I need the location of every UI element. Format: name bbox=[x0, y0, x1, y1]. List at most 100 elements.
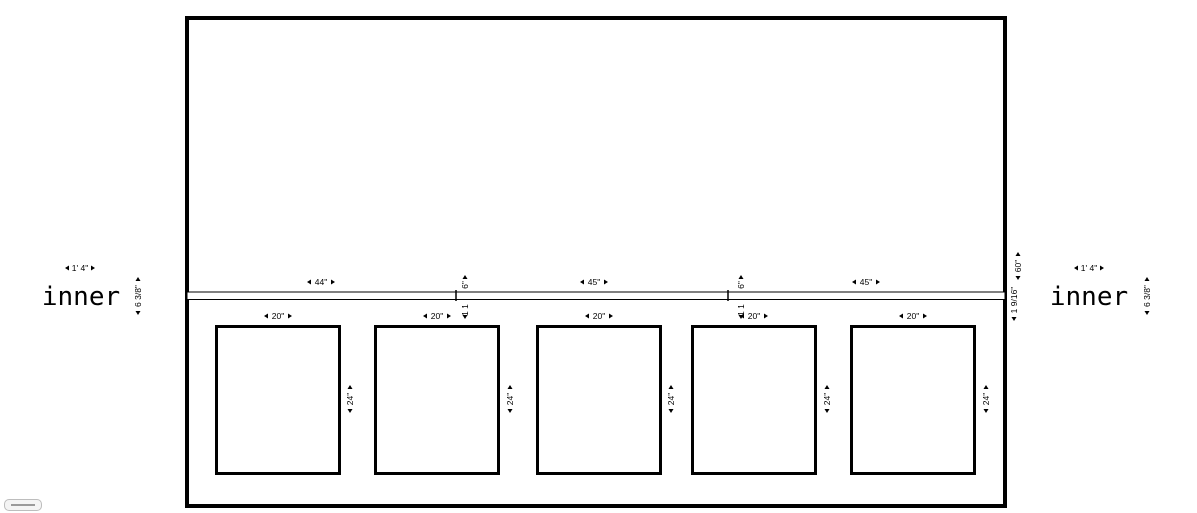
svg-text:60": 60" bbox=[1013, 260, 1023, 272]
svg-text:6": 6" bbox=[736, 281, 746, 289]
right-width-dimension: 1' 4" bbox=[1074, 263, 1104, 273]
panel-1-height: 24" bbox=[345, 385, 355, 413]
arrow-down-icon bbox=[1144, 311, 1150, 315]
drag-handle-icon[interactable] bbox=[4, 499, 42, 511]
outer-frame bbox=[185, 16, 1007, 508]
arrow-left-icon bbox=[580, 279, 584, 285]
divider-2-height: 6" bbox=[736, 275, 746, 289]
panel-3 bbox=[536, 325, 662, 475]
svg-text:44": 44" bbox=[315, 277, 327, 287]
arrow-down-icon bbox=[347, 409, 353, 413]
svg-text:45": 45" bbox=[588, 277, 600, 287]
arrow-down-icon bbox=[462, 315, 468, 319]
arrow-left-icon bbox=[852, 279, 856, 285]
arrow-up-icon bbox=[983, 385, 989, 389]
panels bbox=[215, 325, 976, 475]
arrow-right-icon bbox=[447, 313, 451, 319]
svg-text:6": 6" bbox=[460, 281, 470, 289]
svg-text:1 1: 1 1 bbox=[460, 304, 470, 316]
svg-text:6 3/8": 6 3/8" bbox=[1142, 285, 1152, 307]
panel-2-height: 24" bbox=[505, 385, 515, 413]
svg-text:20": 20" bbox=[593, 311, 605, 321]
rail-segment-2-width: 45" bbox=[580, 277, 608, 287]
panel-5-height: 24" bbox=[981, 385, 991, 413]
arrow-right-icon bbox=[923, 313, 927, 319]
arrow-right-icon bbox=[604, 279, 608, 285]
left-width-dimension: 1' 4" bbox=[65, 263, 95, 273]
arrow-up-icon bbox=[135, 277, 141, 281]
arrow-down-icon bbox=[135, 311, 141, 315]
panel-1-width: 20" bbox=[264, 311, 292, 321]
arrow-right-icon bbox=[331, 279, 335, 285]
arrow-right-icon bbox=[876, 279, 880, 285]
svg-text:20": 20" bbox=[272, 311, 284, 321]
rail bbox=[186, 290, 1006, 301]
right-inner-label: inner bbox=[1050, 282, 1128, 312]
arrow-down-icon bbox=[1011, 317, 1017, 321]
arrow-up-icon bbox=[824, 385, 830, 389]
arrow-down-icon bbox=[738, 315, 744, 319]
rail-segment bbox=[727, 291, 1006, 300]
svg-text:45": 45" bbox=[860, 277, 872, 287]
horizontal-dimensions: 1' 4" 1' 4" 44" 45" 45" 20" bbox=[65, 263, 1104, 321]
arrow-down-icon bbox=[983, 409, 989, 413]
overall-height-dimension: 60" bbox=[1013, 252, 1023, 280]
svg-text:1' 4": 1' 4" bbox=[72, 263, 88, 273]
rail-gap-dimension: 1 9/16" bbox=[1009, 287, 1019, 321]
svg-text:24": 24" bbox=[666, 393, 676, 405]
arrow-up-icon bbox=[1015, 252, 1021, 256]
right-height-dimension: 6 3/8" bbox=[1142, 277, 1152, 315]
panel-4-height: 24" bbox=[822, 385, 832, 413]
panel-2-width: 20" bbox=[423, 311, 451, 321]
panel-3-height: 24" bbox=[666, 385, 676, 413]
svg-text:20": 20" bbox=[907, 311, 919, 321]
rail-segment bbox=[455, 291, 729, 300]
panel-2 bbox=[374, 325, 500, 475]
svg-text:24": 24" bbox=[822, 393, 832, 405]
arrow-up-icon bbox=[1144, 277, 1150, 281]
arrow-right-icon bbox=[764, 313, 768, 319]
arrow-left-icon bbox=[423, 313, 427, 319]
arrow-right-icon bbox=[288, 313, 292, 319]
svg-text:24": 24" bbox=[505, 393, 515, 405]
arrow-up-icon bbox=[738, 275, 744, 279]
panel-3-width: 20" bbox=[585, 311, 613, 321]
panel-5 bbox=[850, 325, 976, 475]
vertical-dimensions: 6 3/8" 6 3/8" 60" 1 9/16" 6" 1 1 6" bbox=[133, 252, 1152, 413]
svg-text:20": 20" bbox=[748, 311, 760, 321]
arrow-up-icon bbox=[347, 385, 353, 389]
left-height-dimension: 6 3/8" bbox=[133, 277, 143, 315]
svg-text:24": 24" bbox=[981, 393, 991, 405]
arrow-left-icon bbox=[307, 279, 311, 285]
rail-segment-3-width: 45" bbox=[852, 277, 880, 287]
arrow-right-icon bbox=[609, 313, 613, 319]
svg-text:1' 4": 1' 4" bbox=[1081, 263, 1097, 273]
panel-1 bbox=[215, 325, 341, 475]
arrow-right-icon bbox=[1100, 265, 1104, 271]
arrow-left-icon bbox=[264, 313, 268, 319]
divider-1-height: 6" bbox=[460, 275, 470, 289]
arrow-up-icon bbox=[507, 385, 513, 389]
svg-text:1 9/16": 1 9/16" bbox=[1009, 287, 1019, 314]
svg-text:20": 20" bbox=[431, 311, 443, 321]
arrow-left-icon bbox=[899, 313, 903, 319]
arrow-down-icon bbox=[824, 409, 830, 413]
arrow-down-icon bbox=[507, 409, 513, 413]
rail-segment bbox=[186, 291, 457, 300]
arrow-left-icon bbox=[65, 265, 69, 271]
left-inner-label: inner bbox=[42, 282, 120, 312]
divider-2-gap: 1 1 bbox=[736, 304, 746, 319]
panel-5-width: 20" bbox=[899, 311, 927, 321]
svg-text:1 1: 1 1 bbox=[736, 304, 746, 316]
rail-segment-1-width: 44" bbox=[307, 277, 335, 287]
arrow-down-icon bbox=[668, 409, 674, 413]
arrow-down-icon bbox=[1015, 276, 1021, 280]
arrow-up-icon bbox=[668, 385, 674, 389]
svg-text:6 3/8": 6 3/8" bbox=[133, 285, 143, 307]
arrow-left-icon bbox=[1074, 265, 1078, 271]
arrow-right-icon bbox=[91, 265, 95, 271]
arrow-left-icon bbox=[585, 313, 589, 319]
svg-text:24": 24" bbox=[345, 393, 355, 405]
panel-4 bbox=[691, 325, 817, 475]
